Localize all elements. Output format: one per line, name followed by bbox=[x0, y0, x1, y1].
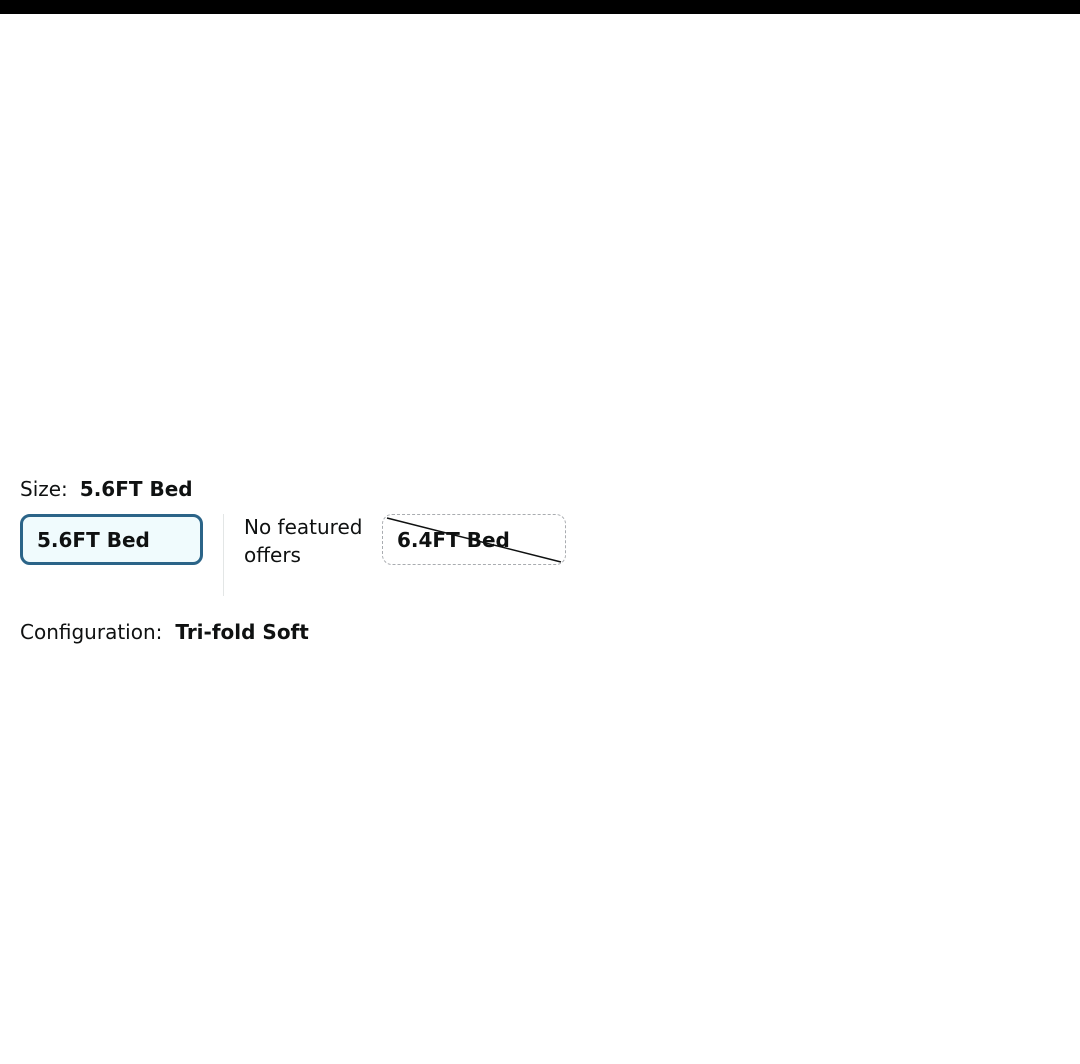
size-selected-value: 5.6FT Bed bbox=[79, 477, 193, 501]
no-featured-offers-text: No featured offers bbox=[244, 515, 363, 567]
configuration-label: Configuration: bbox=[20, 620, 163, 644]
size-selection-header: Size: 5.6FT Bed bbox=[20, 474, 193, 504]
size-option-label: 5.6FT Bed bbox=[37, 527, 150, 552]
option-divider bbox=[223, 514, 224, 596]
size-label: Size: bbox=[20, 477, 68, 501]
size-option-5-6ft-bed[interactable]: 5.6FT Bed bbox=[20, 514, 203, 565]
size-option-label: 6.4FT Bed bbox=[397, 527, 510, 552]
unavailable-strikethrough bbox=[386, 517, 562, 563]
status-bar bbox=[0, 0, 1080, 14]
configuration-selection-header: Configuration: Tri-fold Soft bbox=[20, 617, 309, 647]
configuration-selected-value: Tri-fold Soft bbox=[175, 620, 309, 644]
size-option-6-4ft-bed[interactable]: 6.4FT Bed bbox=[382, 514, 566, 565]
